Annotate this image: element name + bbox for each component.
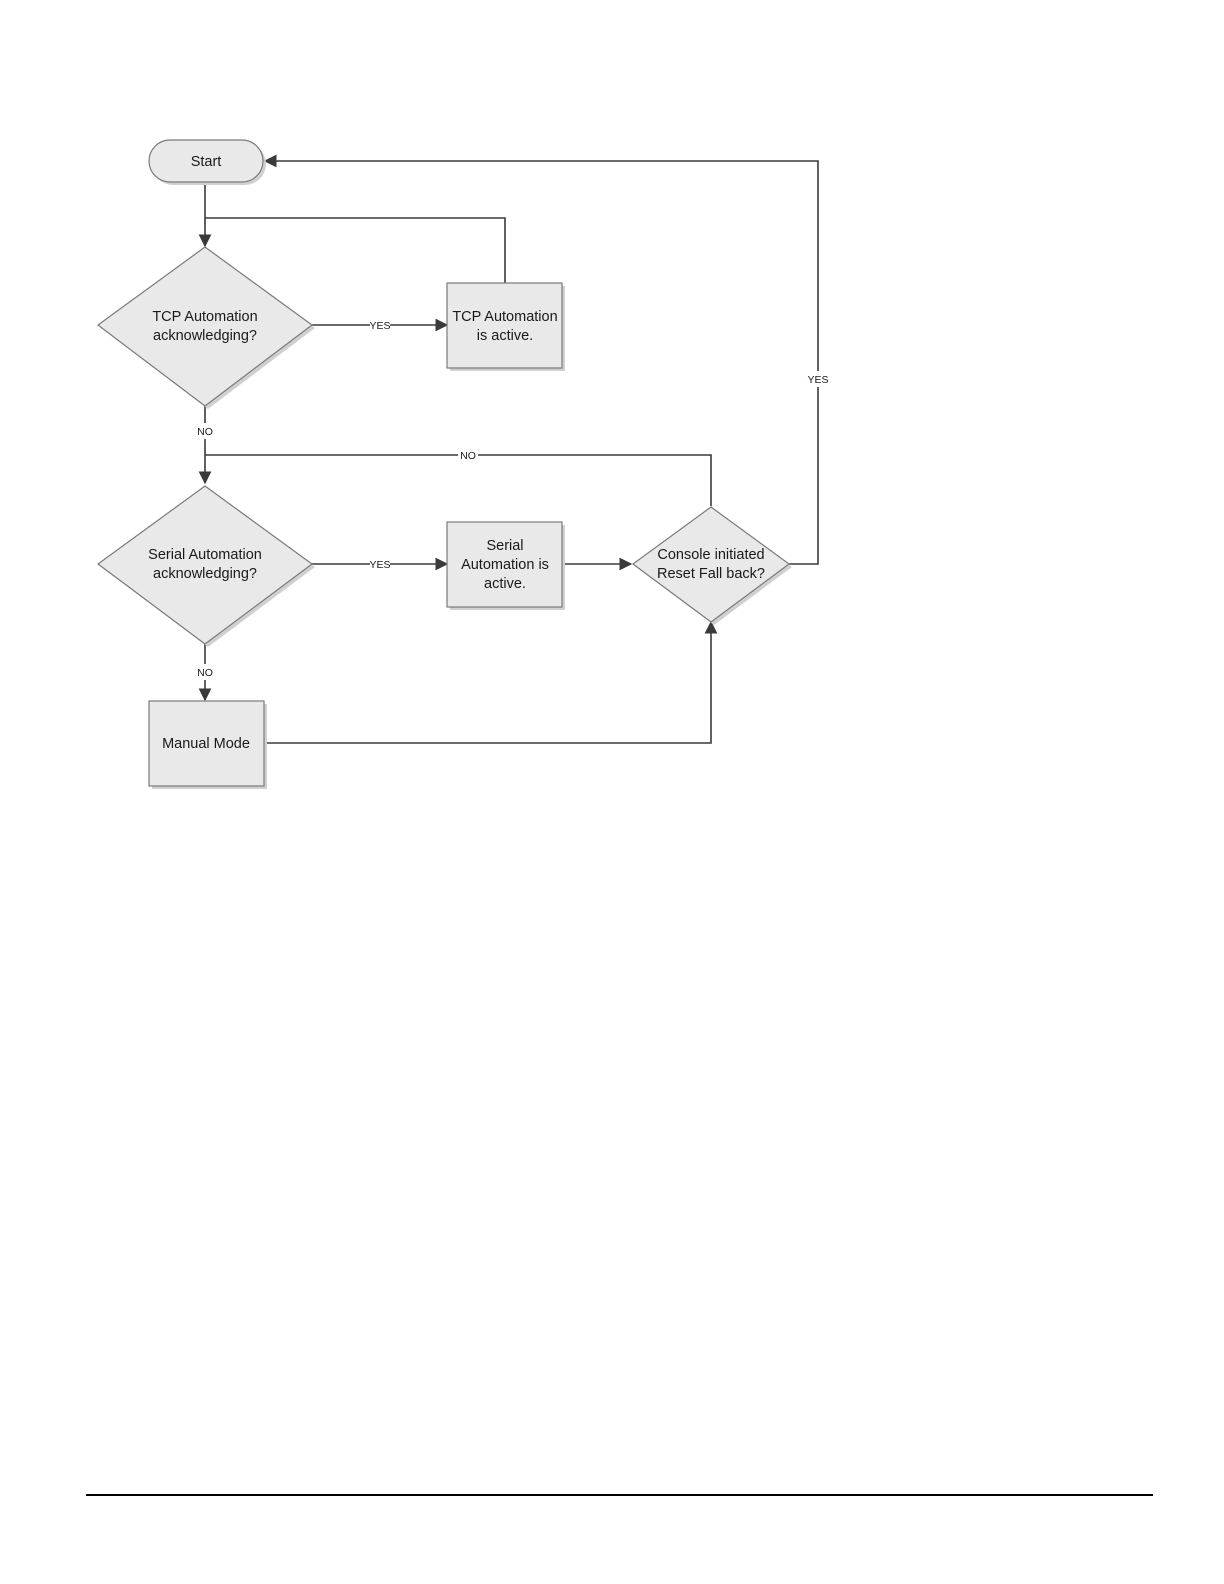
edge-tcp-active-loop [205, 218, 505, 283]
edge-label-serial-no: NO [197, 667, 213, 679]
tcp-decision-node: TCP Automation acknowledging? [98, 247, 315, 409]
start-node: Start [149, 140, 266, 185]
tcp-active-node: TCP Automation is active. [447, 283, 565, 371]
connectors [205, 161, 818, 743]
console-decision-node: Console initiated Reset Fall back? [633, 507, 792, 625]
tcp-active-label-2: is active. [477, 328, 533, 344]
edge-console-no [205, 455, 711, 506]
edge-label-serial-yes: YES [369, 559, 390, 571]
serial-active-label-3: active. [484, 576, 526, 592]
serial-decision-label-2: acknowledging? [153, 566, 257, 582]
serial-active-label-1: Serial [486, 538, 523, 554]
edge-label-console-yes: YES [807, 374, 828, 386]
edge-label-console-no: NO [460, 450, 476, 462]
tcp-active-label-1: TCP Automation [452, 309, 557, 325]
manual-mode-node: Manual Mode [149, 701, 267, 789]
start-label: Start [191, 154, 222, 170]
edge-label-tcp-yes: YES [369, 320, 390, 332]
edge-labels: YES NO NO YES YES NO [197, 320, 828, 679]
edge-label-tcp-no: NO [197, 426, 213, 438]
serial-decision-node: Serial Automation acknowledging? [98, 486, 315, 647]
tcp-decision-label-1: TCP Automation [152, 309, 257, 325]
footer-rule [86, 1494, 1153, 1496]
serial-active-node: Serial Automation is active. [447, 522, 565, 610]
tcp-decision-label-2: acknowledging? [153, 328, 257, 344]
edge-manual-to-console [264, 622, 711, 743]
console-decision-label-1: Console initiated [657, 547, 764, 563]
manual-mode-label: Manual Mode [162, 736, 250, 752]
serial-active-label-2: Automation is [461, 557, 549, 573]
console-decision-label-2: Reset Fall back? [657, 566, 765, 582]
serial-decision-label-1: Serial Automation [148, 547, 262, 563]
